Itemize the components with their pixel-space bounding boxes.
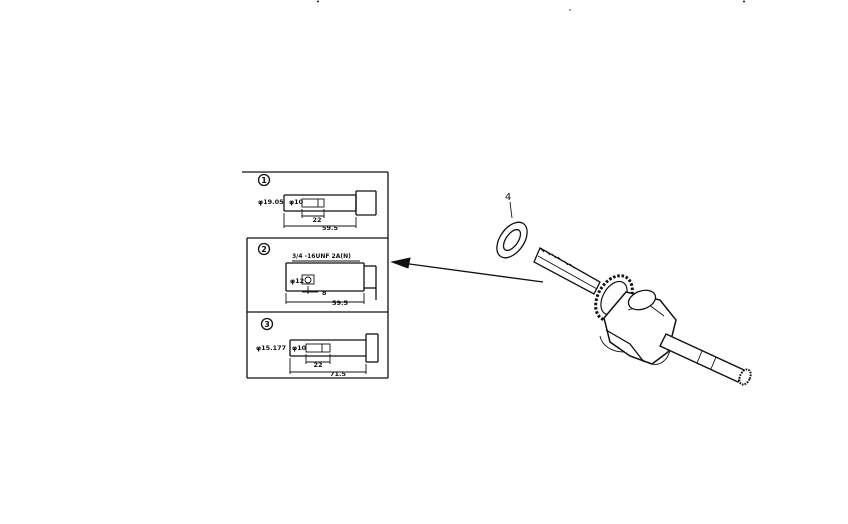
variant-3-dim-total: 71.5: [330, 370, 347, 378]
variant-3-number: 3: [264, 320, 270, 329]
variant-2-shaft-drawing: [285, 262, 377, 304]
variant-2-inner-diameter: φ12: [290, 277, 304, 285]
variant-1-shaft-drawing: [283, 190, 377, 228]
variant-1-dim-total: 59.5: [322, 224, 339, 232]
variant-3-outer-diameter: φ15.177: [256, 344, 286, 352]
part-callout-number: 4: [505, 192, 511, 203]
variant-2-section: 2 3/4 -16UNF 2A(N) φ12 8 59.5: [257, 242, 377, 307]
washer-part: [496, 201, 528, 259]
variant-2-dim-total: 59.5: [332, 299, 349, 307]
variant-1-number-circle: [257, 173, 271, 187]
variant-3-number-circle: [260, 317, 274, 331]
variant-3-shaft-drawing: [289, 333, 379, 374]
variant-3-inner-diameter: φ10: [292, 344, 307, 352]
variant-1-number: 1: [261, 176, 267, 185]
variant-3-section: 3 φ15.177 φ10 22 71.5: [256, 317, 379, 378]
crankshaft-illustration: [533, 247, 752, 386]
variant-1-outer-diameter: φ19.05: [258, 198, 284, 206]
variant-3-dim-inner: 22: [313, 361, 322, 369]
variant-2-thread-note: 3/4 -16UNF 2A(N): [292, 253, 351, 260]
variant-2-number-circle: [257, 242, 271, 256]
variant-1-inner-diameter: φ10: [289, 198, 304, 206]
variant-2-dim-inner: 8: [322, 289, 327, 297]
variant-2-number: 2: [261, 245, 267, 254]
detail-pointer-arrow: [390, 257, 544, 283]
variant-1-dim-inner: 22: [312, 216, 321, 224]
detail-panel: [242, 171, 389, 379]
variant-1-section: 1 φ19.05 φ10 22 59.5: [257, 173, 377, 232]
